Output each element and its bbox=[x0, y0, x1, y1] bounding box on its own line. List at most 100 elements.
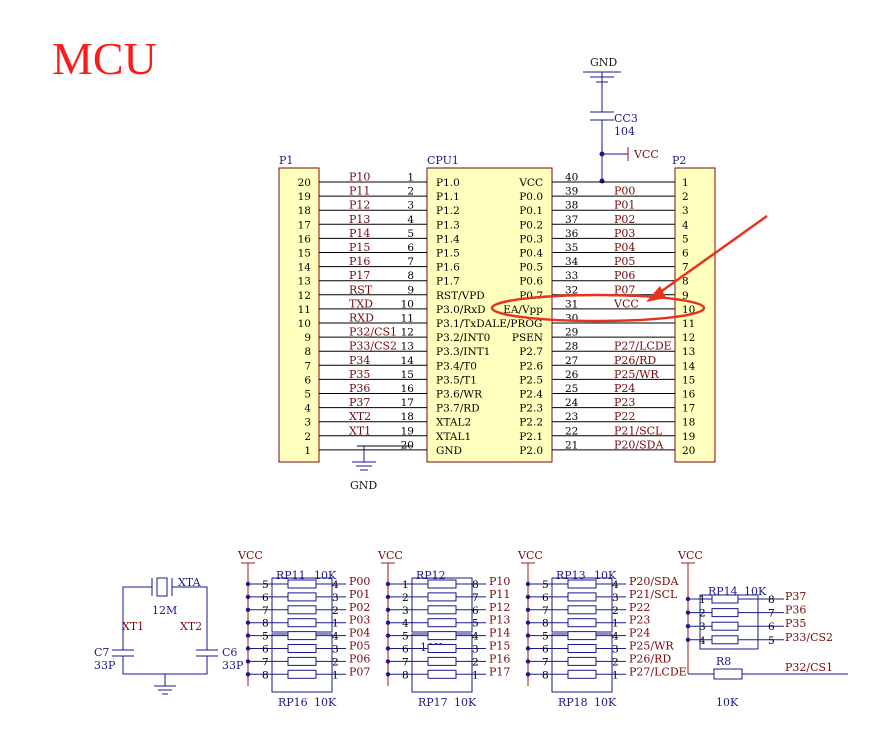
p2-net-label: P06 bbox=[614, 269, 635, 282]
network-bottom-ref: RP18 bbox=[558, 696, 588, 709]
network-right-pin: 4 bbox=[332, 579, 339, 591]
p1-pin-number: 12 bbox=[298, 290, 311, 302]
p2-pin-number: 19 bbox=[682, 431, 695, 443]
p1-pin-number: 7 bbox=[304, 360, 311, 372]
mcu-left-pin-name: P1.1 bbox=[436, 191, 460, 203]
p2-pin-number: 12 bbox=[682, 332, 695, 344]
mcu-right-pin-name: P2.2 bbox=[519, 417, 543, 429]
network-right-pin: 4 bbox=[472, 631, 479, 643]
mcu-right-pin-number: 26 bbox=[565, 369, 579, 381]
p2-net-label: P26/RD bbox=[614, 354, 656, 367]
mcu-left-pin-name: P3.0/RxD bbox=[436, 304, 486, 316]
p2-net-label: P07 bbox=[614, 283, 635, 296]
network-left-pin: 2 bbox=[402, 592, 409, 604]
mcu-right-pin-number: 27 bbox=[565, 355, 578, 367]
mcu-right-pin-number: 21 bbox=[565, 439, 578, 451]
p2-pin-number: 8 bbox=[682, 276, 689, 288]
p1-pin-number: 2 bbox=[304, 431, 311, 443]
mcu-left-pin-number: 11 bbox=[401, 313, 414, 325]
mcu-right-pin-name: P0.1 bbox=[519, 205, 543, 217]
network-left-pin: 5 bbox=[542, 631, 549, 643]
mcu-left-pin-number: 2 bbox=[407, 186, 414, 198]
network-left-pin: 7 bbox=[262, 656, 269, 668]
network-net-label: P05 bbox=[349, 640, 370, 653]
network-net-label: P01 bbox=[349, 588, 370, 601]
p2-pin-number: 15 bbox=[682, 374, 695, 386]
rp14-net-label: P37 bbox=[785, 590, 806, 603]
network-right-pin: 5 bbox=[472, 618, 479, 630]
network-right-pin: 2 bbox=[472, 656, 479, 668]
mcu-left-pin-name: GND bbox=[436, 445, 462, 457]
rp14-right-pin: 8 bbox=[768, 594, 775, 606]
p2-pin-number: 17 bbox=[682, 403, 695, 415]
network-right-pin: 1 bbox=[612, 669, 619, 681]
p2-pin-number: 18 bbox=[682, 417, 695, 429]
network-left-pin: 6 bbox=[262, 644, 269, 656]
network-left-pin: 7 bbox=[402, 656, 409, 668]
p1-pin-number: 16 bbox=[298, 233, 312, 245]
mcu-left-pin-name: P1.4 bbox=[436, 233, 460, 245]
network-net-label: P07 bbox=[349, 665, 370, 678]
rp14-right-pin: 5 bbox=[768, 635, 775, 647]
mcu-left-pin-number: 17 bbox=[401, 397, 414, 409]
mcu-left-pin-name: P3.6/WR bbox=[436, 389, 483, 401]
mcu-right-pin-name: P0.5 bbox=[519, 262, 543, 274]
network-right-pin: 8 bbox=[472, 579, 479, 591]
p1-ref: P1 bbox=[279, 154, 293, 167]
network-left-pin: 3 bbox=[402, 605, 409, 617]
cc3-gnd-label: GND bbox=[590, 56, 617, 69]
p1-net-label: P35 bbox=[349, 368, 370, 381]
network-left-pin: 5 bbox=[262, 579, 269, 591]
c6-value: 33P bbox=[222, 659, 244, 672]
network-net-label: P27/LCDE bbox=[629, 665, 687, 678]
network-net-label: P21/SCL bbox=[629, 588, 678, 601]
mcu-left-pin-name: RST/VPD bbox=[436, 290, 485, 302]
mcu-left-pin-name: P3.3/INT1 bbox=[436, 346, 490, 358]
network-left-pin: 7 bbox=[542, 656, 549, 668]
p1-net-label: P17 bbox=[349, 269, 370, 282]
mcu-left-pin-number: 15 bbox=[401, 369, 414, 381]
network-right-pin: 4 bbox=[612, 579, 619, 591]
p2-pin-number: 9 bbox=[682, 290, 689, 302]
mcu-right-pin-number: 31 bbox=[565, 298, 578, 310]
network-right-pin: 6 bbox=[472, 605, 479, 617]
mcu-right-pin-name: EA/Vpp bbox=[503, 304, 543, 316]
network-right-pin: 7 bbox=[472, 592, 479, 604]
network-left-pin: 8 bbox=[402, 669, 409, 681]
network-net-label: P22 bbox=[629, 601, 650, 614]
mcu-left-pin-name: P3.4/T0 bbox=[436, 360, 477, 372]
mcu-left-pin-number: 18 bbox=[401, 411, 414, 423]
p2-net-label: P04 bbox=[614, 241, 635, 254]
network-right-pin: 3 bbox=[612, 592, 619, 604]
network-right-pin: 1 bbox=[332, 669, 339, 681]
p1-net-label: P13 bbox=[349, 213, 370, 226]
p1-pin-number: 19 bbox=[298, 191, 311, 203]
r8-ref: R8 bbox=[716, 655, 731, 668]
network-top-value: 10K bbox=[314, 569, 337, 582]
mcu-right-pin-name: P2.0 bbox=[519, 445, 543, 457]
network-net-label: P13 bbox=[489, 614, 510, 627]
p2-net-label: P02 bbox=[614, 213, 635, 226]
p1-net-label: P32/CS1 bbox=[349, 326, 397, 339]
r8-value: 10K bbox=[716, 696, 739, 709]
p1-net-label: P15 bbox=[349, 241, 370, 254]
crystal-oscillator: XTA 12M XT1 XT2 C7 33P C6 33P bbox=[94, 576, 244, 695]
network-right-pin: 2 bbox=[612, 605, 619, 617]
p2-pin-number: 14 bbox=[682, 360, 696, 372]
mcu-left-pin-name: P1.0 bbox=[436, 177, 460, 189]
decoupling-capacitor-cc3: GND CC3 104 VCC bbox=[583, 56, 659, 184]
pointer-arrow bbox=[651, 214, 768, 300]
mcu-left-pin-number: 20 bbox=[401, 439, 414, 451]
p1-net-label: P11 bbox=[349, 185, 370, 198]
p2-net-label: P00 bbox=[614, 185, 635, 198]
xt1-label: XT1 bbox=[122, 620, 144, 633]
mcu-left-pin-number: 14 bbox=[401, 355, 415, 367]
vcc-label: VCC bbox=[377, 549, 403, 562]
vcc-label: VCC bbox=[517, 549, 543, 562]
network-right-pin: 4 bbox=[332, 631, 339, 643]
